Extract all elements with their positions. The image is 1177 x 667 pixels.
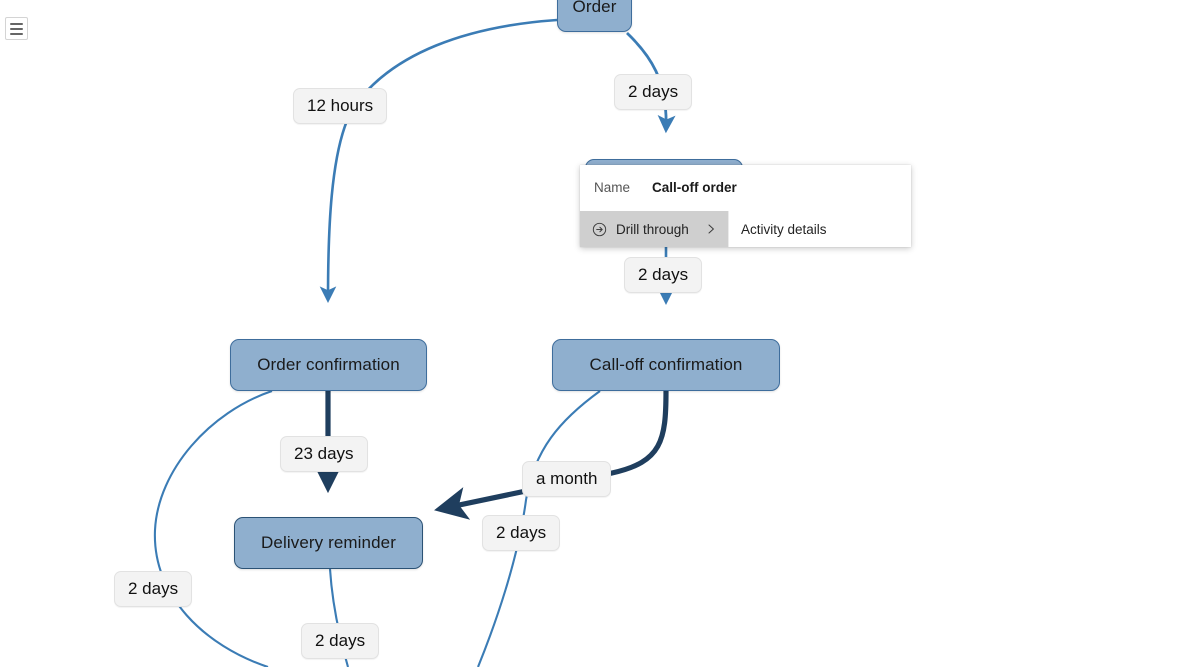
menu-item-label: Drill through <box>616 221 689 237</box>
graph-node-call-off-confirmation[interactable]: Call-off confirmation <box>552 339 780 391</box>
submenu-item-label: Activity details <box>741 221 827 237</box>
graph-node-label: Call-off confirmation <box>589 355 743 374</box>
edge-label-order-confirmation-to-delivery-reminder: 23 days <box>280 436 368 472</box>
edge-order-confirmation-downward <box>153 390 273 667</box>
edge-call-off-confirmation-downward <box>477 390 601 667</box>
graph-node-label: Delivery reminder <box>261 533 396 552</box>
drill-through-icon <box>592 222 607 236</box>
edge-label-order-to-call-off-order: 2 days <box>614 74 693 110</box>
tooltip-value: Call-off order <box>652 180 737 195</box>
edge-label-delivery-reminder-downward: 2 days <box>301 623 380 659</box>
graph-node-label: Order confirmation <box>257 355 400 374</box>
edge-label-call-off-confirmation-downward: 2 days <box>482 515 561 551</box>
edge-label-order-confirmation-downward: 2 days <box>114 571 193 607</box>
tooltip-body: Name Call-off order <box>580 165 760 211</box>
graph-node-label: Order <box>572 0 617 16</box>
edge-call-off-confirmation-to-delivery-reminder <box>434 390 669 520</box>
tooltip-row-name: Name Call-off order <box>580 178 760 198</box>
edge-order-to-call-off-order <box>626 31 676 134</box>
edge-label-order-to-order-confirmation: 12 hours <box>293 88 388 124</box>
chevron-right-icon <box>708 224 714 234</box>
edge-order-to-order-confirmation <box>319 18 558 304</box>
graph-node-order[interactable]: Order <box>557 0 632 32</box>
node-tooltip-card: Name Call-off order Drill through Activi… <box>580 165 911 247</box>
hamburger-icon-bar <box>10 27 23 30</box>
graph-node-delivery-reminder[interactable]: Delivery reminder <box>234 517 423 569</box>
main-menu-button[interactable] <box>5 17 28 40</box>
menu-item-drill-through[interactable]: Drill through <box>580 211 728 247</box>
edge-label-call-off-order-to-call-off-confirmation: 2 days <box>624 257 703 293</box>
submenu-item-activity-details[interactable]: Activity details <box>728 211 911 247</box>
hamburger-icon-bar <box>10 32 23 35</box>
context-menu: Drill through Activity details <box>580 211 911 247</box>
edge-label-call-off-confirmation-to-delivery-reminder: a month <box>522 461 612 497</box>
hamburger-icon-bar <box>10 22 23 25</box>
graph-node-order-confirmation[interactable]: Order confirmation <box>230 339 427 391</box>
tooltip-key: Name <box>594 180 631 195</box>
